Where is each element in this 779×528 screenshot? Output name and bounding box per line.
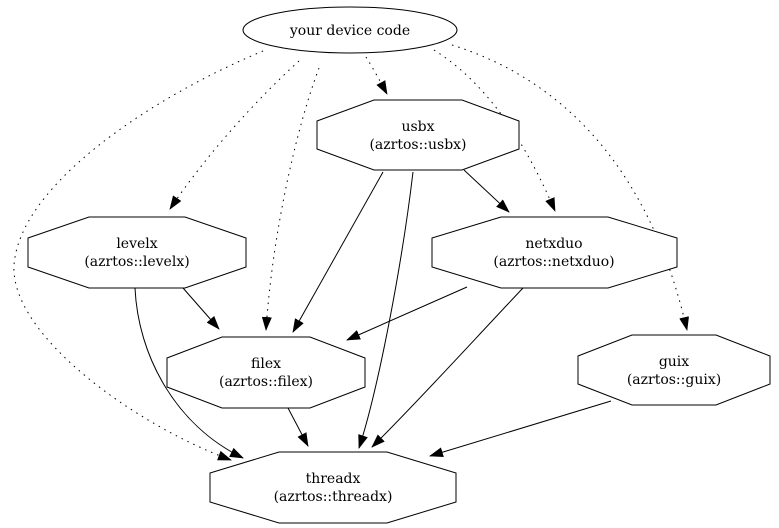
edge-usbx-filex xyxy=(292,171,384,333)
node-netxduo: netxduo (azrtos::netxduo) xyxy=(431,216,678,289)
netxduo-label: netxduo xyxy=(525,236,582,252)
usbx-label: usbx xyxy=(401,119,434,135)
netxduo-octagon xyxy=(431,216,678,289)
edge-device-guix xyxy=(451,44,689,331)
edge-filex-threadx xyxy=(287,407,309,447)
filex-label: filex xyxy=(251,356,281,372)
node-guix: guix (azrtos::guix) xyxy=(577,334,771,406)
guix-package-label: (azrtos::guix) xyxy=(627,372,721,388)
edge-group xyxy=(13,44,689,461)
edge-device-usbx xyxy=(365,56,388,95)
edge-guix-threadx xyxy=(429,400,612,458)
edge-device-filex xyxy=(261,67,320,331)
edge-netxduo-threadx xyxy=(371,287,524,448)
node-usbx: usbx (azrtos::usbx) xyxy=(316,99,520,171)
threadx-octagon xyxy=(209,451,457,524)
edge-levelx-filex xyxy=(182,287,220,330)
node-levelx: levelx (azrtos::levelx) xyxy=(27,216,247,289)
netxduo-package-label: (azrtos::netxduo) xyxy=(493,254,614,270)
threadx-package-label: (azrtos::threadx) xyxy=(274,489,393,505)
levelx-label: levelx xyxy=(116,236,157,252)
device-code-ellipse xyxy=(242,6,458,54)
guix-label: guix xyxy=(659,354,689,370)
threadx-label: threadx xyxy=(306,471,361,487)
filex-octagon xyxy=(166,336,366,409)
device-code-label: your device code xyxy=(289,23,410,39)
edge-usbx-netxduo xyxy=(463,169,510,213)
node-device-code: your device code xyxy=(242,6,458,54)
levelx-octagon xyxy=(27,216,247,289)
usbx-package-label: (azrtos::usbx) xyxy=(369,137,466,153)
levelx-package-label: (azrtos::levelx) xyxy=(84,254,189,270)
usbx-octagon xyxy=(316,99,520,171)
edge-device-levelx xyxy=(169,60,300,210)
edge-usbx-threadx xyxy=(358,171,414,449)
node-threadx: threadx (azrtos::threadx) xyxy=(209,451,457,524)
node-filex: filex (azrtos::filex) xyxy=(166,336,366,409)
guix-octagon xyxy=(577,334,771,406)
edge-netxduo-filex xyxy=(346,286,468,341)
edge-levelx-threadx xyxy=(134,287,244,459)
filex-package-label: (azrtos::filex) xyxy=(219,374,313,390)
